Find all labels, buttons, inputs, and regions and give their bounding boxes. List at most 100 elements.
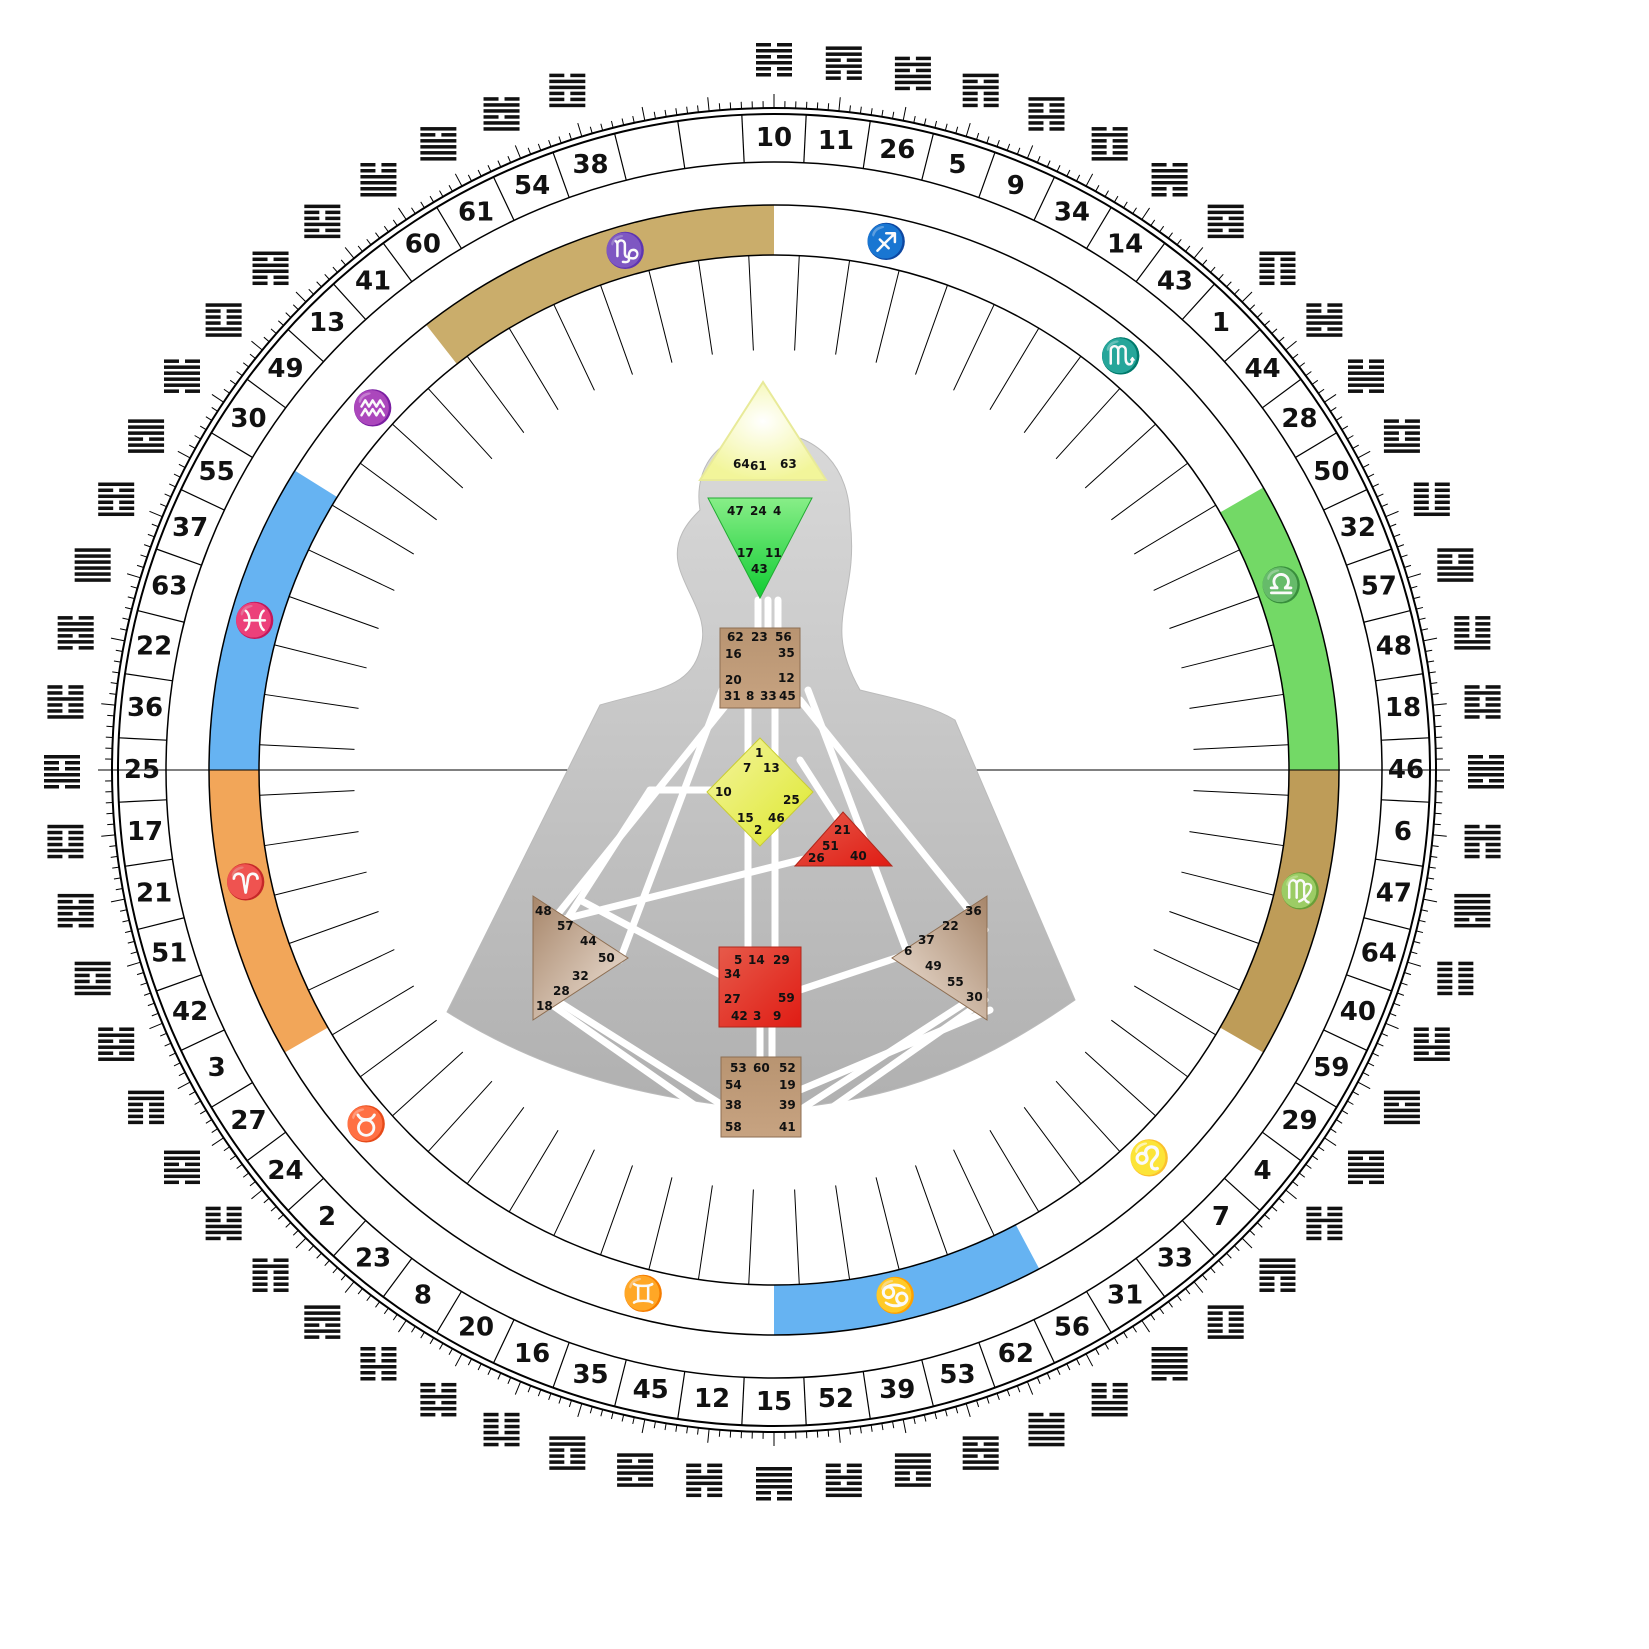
tick [923, 1414, 927, 1422]
tick [675, 1424, 678, 1432]
tick [324, 273, 330, 280]
tick [107, 823, 115, 826]
tick [707, 97, 710, 112]
tick [236, 371, 243, 377]
tick [1150, 219, 1156, 226]
tick [1318, 1146, 1325, 1152]
gate-label: 44 [580, 934, 597, 948]
spoke [748, 255, 754, 351]
tick [653, 1421, 656, 1429]
tick [332, 266, 338, 273]
tick [944, 1409, 948, 1417]
spoke [308, 949, 395, 991]
tick [881, 1423, 884, 1431]
tick [1407, 961, 1422, 967]
tick [1285, 340, 1297, 351]
tick [849, 1427, 851, 1435]
tick [124, 606, 132, 610]
tick [1167, 232, 1173, 239]
gate-label: 31 [724, 689, 741, 703]
tick [375, 1301, 381, 1308]
tick [965, 122, 971, 137]
tick [285, 1222, 292, 1228]
tick [610, 1412, 614, 1420]
tick [568, 1400, 572, 1408]
hexagram-icon [1468, 755, 1504, 789]
spoke [600, 1165, 633, 1256]
tick [107, 714, 115, 717]
solar-plexus-center [891, 895, 988, 1021]
gate-number: 7 [1212, 1202, 1230, 1232]
spoke [427, 388, 493, 460]
tick [448, 1348, 453, 1356]
hexagram-icon [686, 1463, 723, 1498]
hexagram-icon [1207, 1305, 1244, 1339]
spoke [1169, 596, 1260, 629]
tick [1095, 1348, 1100, 1356]
tick [340, 1274, 347, 1281]
gate-label: 17 [737, 546, 754, 560]
tick [1085, 1353, 1094, 1367]
gate-label: 49 [925, 959, 942, 973]
tick [429, 1337, 435, 1345]
gate-divider [1295, 1082, 1337, 1108]
gate-divider [1033, 176, 1056, 221]
tick [1432, 834, 1447, 837]
gate-divider [1086, 207, 1112, 249]
tick [986, 136, 990, 144]
tick [223, 1146, 230, 1152]
spoke [392, 1051, 464, 1117]
tick [1357, 1081, 1371, 1090]
spoke [915, 1165, 948, 1256]
hexagram-icon [617, 1453, 654, 1487]
tick [229, 379, 237, 385]
gate-divider [1033, 1319, 1056, 1364]
gate-label: 30 [966, 990, 983, 1004]
tick [112, 866, 120, 869]
tick [1400, 982, 1408, 986]
gate-number: 39 [879, 1375, 915, 1405]
gate-label: 18 [536, 999, 553, 1013]
gate-divider [741, 1377, 745, 1426]
tick [686, 106, 689, 114]
tick [236, 1163, 243, 1169]
gate-divider [118, 737, 167, 741]
gate-label: 13 [763, 761, 780, 775]
tick [497, 160, 502, 168]
bodygraph: 64 61 63 47 24 4 17 11 43 62 23 56 16 35… [446, 380, 1076, 1138]
gate-label: 59 [778, 991, 795, 1005]
tick [398, 207, 407, 220]
gate-divider [1381, 737, 1430, 741]
tick [1423, 637, 1438, 642]
hexagram-icon [44, 755, 80, 789]
heart-center [793, 811, 894, 867]
tick [223, 388, 230, 394]
gate-number: 35 [572, 1360, 608, 1390]
gate-label: 56 [775, 630, 792, 644]
zodiac-color-bands [209, 205, 1339, 1335]
gate-divider [333, 283, 367, 320]
tick [270, 328, 277, 334]
tick [1026, 145, 1034, 159]
tick [1256, 1222, 1263, 1228]
tick [1425, 649, 1433, 652]
aquarius-icon: ♒ [352, 389, 394, 429]
spoke [1181, 644, 1274, 669]
tick [707, 1428, 710, 1443]
hexagram-icon [1454, 616, 1491, 650]
tick [177, 1081, 191, 1090]
tick [308, 288, 314, 295]
tick [913, 1416, 916, 1425]
tick [130, 585, 138, 589]
tick [1324, 1137, 1337, 1146]
tick [589, 1406, 593, 1414]
tick [965, 1403, 971, 1418]
tick [1432, 703, 1447, 706]
spoke [1153, 549, 1240, 591]
tick [1066, 1363, 1071, 1371]
tick [1404, 972, 1412, 976]
hexagram-icon [1454, 893, 1491, 928]
tick [1381, 1032, 1389, 1037]
tick [285, 312, 292, 318]
gate-number: 50 [1313, 457, 1349, 487]
